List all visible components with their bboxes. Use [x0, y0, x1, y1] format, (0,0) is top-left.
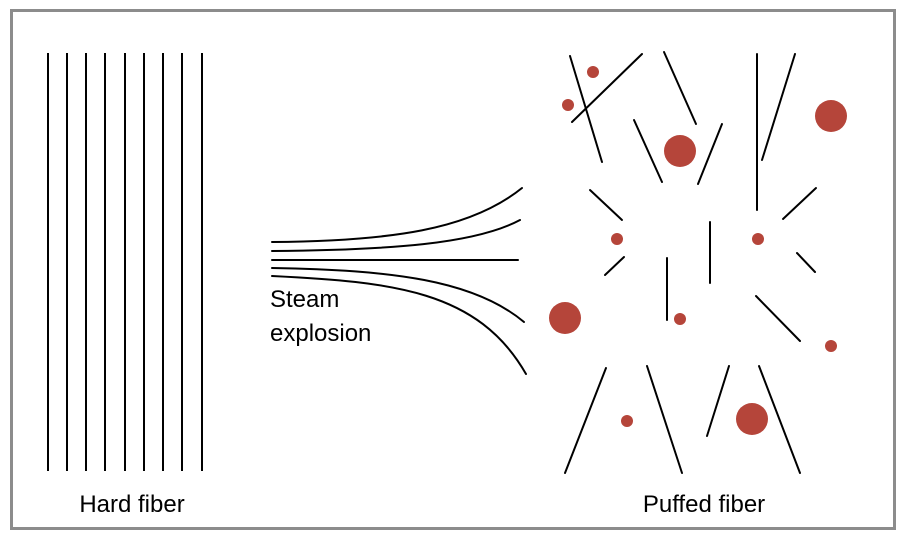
puffed-fiber-strand — [646, 365, 683, 474]
puffed-fiber-strand — [564, 367, 607, 474]
puffed-fiber-label: Puffed fiber — [643, 491, 765, 518]
particle — [549, 302, 581, 334]
hard-fiber-bundle — [47, 53, 203, 471]
particle — [621, 415, 633, 427]
puffed-fiber-strand — [761, 53, 796, 161]
puffed-fiber-strand — [604, 256, 625, 276]
puffed-fiber-strands — [564, 51, 817, 474]
particle — [674, 313, 686, 325]
particle — [587, 66, 599, 78]
diagram-frame — [10, 9, 896, 530]
steam-explosion-fan — [271, 187, 527, 375]
fan-curve — [271, 267, 525, 323]
particle — [815, 100, 847, 132]
particle — [562, 99, 574, 111]
puffed-fiber-strand — [755, 295, 801, 342]
puffed-fiber-strand — [571, 53, 643, 123]
puffed-fiber-strand — [589, 189, 623, 221]
steam-explosion-label-line2: explosion — [270, 320, 371, 347]
puffed-fiber-strand — [633, 119, 663, 183]
fan-curve — [271, 219, 521, 252]
particle — [736, 403, 768, 435]
puffed-fiber-strand — [758, 365, 801, 474]
particle — [611, 233, 623, 245]
puffed-fiber-strand — [697, 123, 723, 185]
particle — [825, 340, 837, 352]
puffed-fiber-strand — [706, 365, 730, 437]
steam-explosion-label-line1: Steam — [270, 286, 339, 313]
puffed-fiber-strand — [782, 187, 817, 220]
fan-curve — [271, 187, 523, 243]
particle — [664, 135, 696, 167]
hard-fiber-label: Hard fiber — [79, 491, 184, 518]
particle — [752, 233, 764, 245]
puffed-fiber-particles — [549, 66, 847, 435]
puffed-fiber-strand — [796, 252, 816, 273]
fan-curve — [271, 275, 527, 375]
puffed-fiber-strand — [663, 51, 697, 125]
